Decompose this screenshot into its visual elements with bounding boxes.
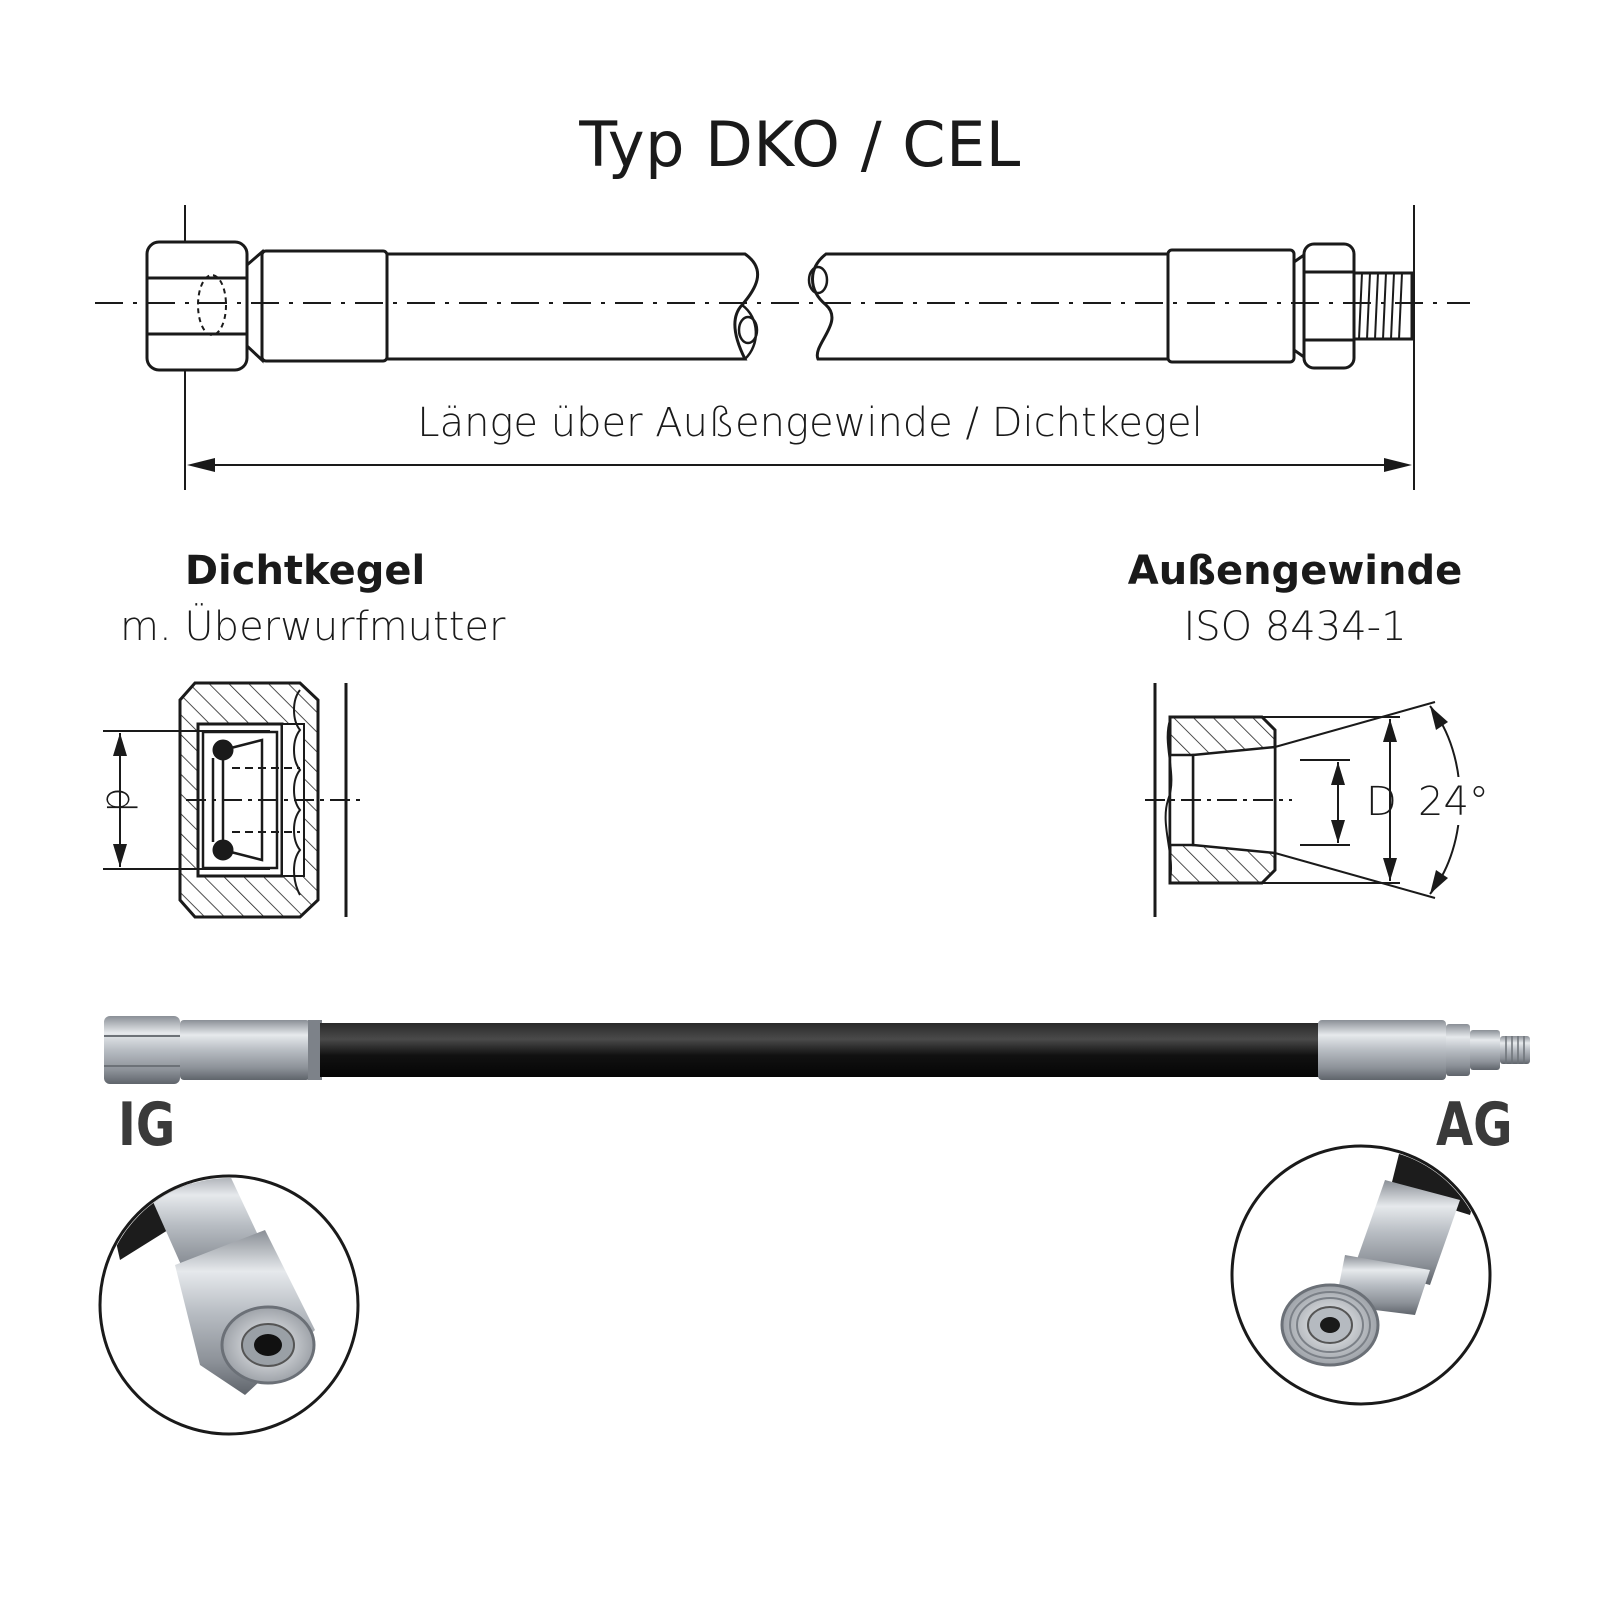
male-thread-diameter-label: D [1366,779,1397,825]
male-thread-subheading: ISO 8434-1 [1183,604,1407,650]
sealing-cone-diameter-label: d [97,787,143,812]
sealing-cone-section [103,681,362,919]
male-thread-label: AG [1436,1090,1513,1160]
sealing-cone-subheading: m. Überwurfmutter [120,604,506,650]
right-ferrule [1318,1020,1446,1080]
left-ferrule [180,1020,310,1080]
male-thread-heading: Außengewinde [1127,548,1463,594]
right-thread [1500,1036,1530,1064]
male-thread-section [1145,683,1461,917]
angle-label-backdrop [1410,777,1480,825]
sealing-cone-heading: Dichtkegel [184,548,426,594]
male-fitting-closeup [1230,1144,1492,1406]
left-nut [104,1016,180,1084]
length-dimension-label: Länge über Außengewinde / Dichtkegel [417,400,1203,446]
female-fitting-closeup [98,1174,360,1436]
diagram-title: Typ DKO / CEL [579,108,1021,181]
hose-assembly-photo [104,1016,1530,1084]
hose-body [320,1023,1320,1077]
cone-angle-label: 24° [1418,779,1489,825]
right-hex [1470,1030,1500,1070]
female-thread-label: IG [118,1090,176,1160]
hose-assembly-drawing [95,205,1470,490]
